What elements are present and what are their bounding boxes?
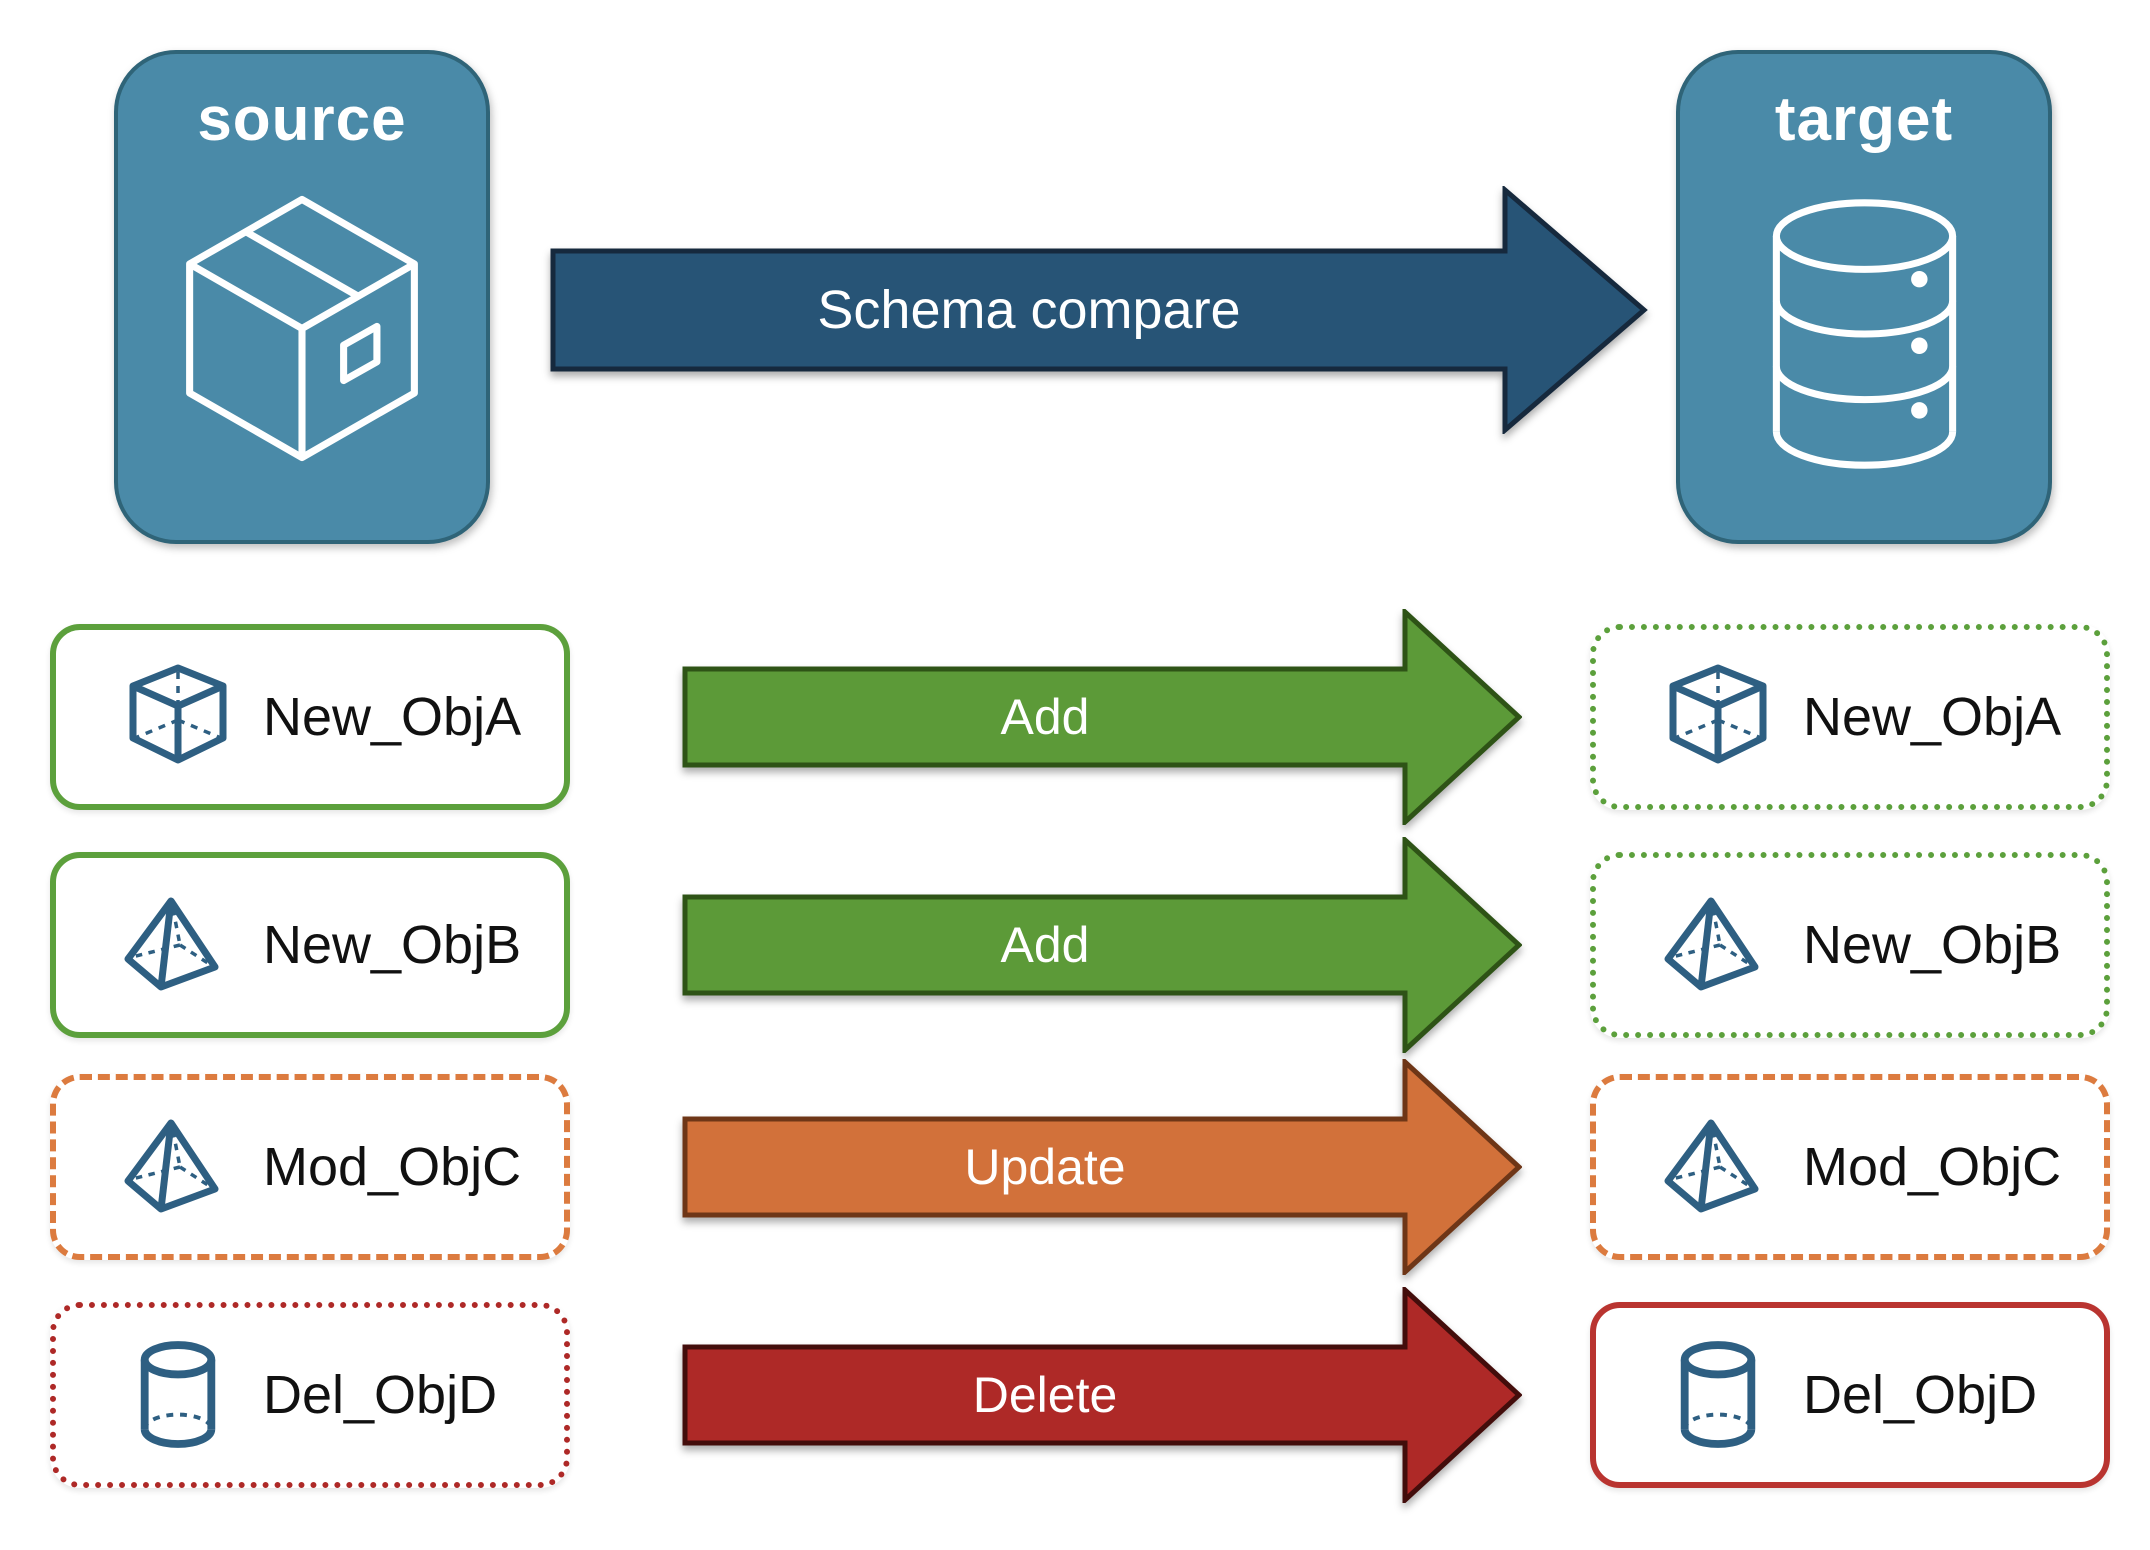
add-arrow-label: Add [1001,689,1090,745]
delete-arrow-label: Delete [973,1367,1118,1423]
pyramid-icon [1663,1117,1773,1217]
icon-slot [1660,1337,1775,1453]
target-node-title: target [1774,85,1954,154]
icon-slot [1660,1117,1775,1217]
update-arrow-shape [682,1059,1522,1275]
delete-arrow: Delete [682,1287,1522,1503]
object-label: Mod_ObjC [263,1137,522,1197]
add-arrow-shape [682,609,1522,825]
source-node: source [114,50,490,544]
cube-icon [123,662,233,772]
icon-slot [1660,662,1775,772]
pyramid-icon [123,895,233,995]
object-label: Del_ObjD [1803,1365,2038,1425]
object-label: New_ObjB [263,915,522,975]
add-arrow: Add [682,609,1522,825]
icon-slot [120,1117,235,1217]
icon-slot [120,662,235,772]
schema-compare-arrow-shape [550,186,1648,434]
source-card-del-objd: Del_ObjD [50,1302,570,1488]
package-icon [177,187,427,470]
target-card-new-objb: New_ObjB [1590,852,2110,1038]
source-card-new-obja: New_ObjA [50,624,570,810]
pyramid-icon [123,1117,233,1217]
update-arrow-label: Update [964,1139,1125,1195]
cylinder-icon [1669,1337,1767,1453]
cylinder-icon [129,1337,227,1453]
target-card-mod-objc: Mod_ObjC [1590,1074,2110,1260]
object-label: New_ObjA [263,687,522,747]
source-card-new-objb: New_ObjB [50,852,570,1038]
target-card-new-obja: New_ObjA [1590,624,2110,810]
target-node: target [1676,50,2052,544]
schema-compare-label: Schema compare [817,280,1240,340]
object-label: New_ObjA [1803,687,2062,747]
source-node-title: source [197,85,407,154]
cube-icon [1663,662,1773,772]
icon-slot [120,895,235,995]
icon-slot [120,1337,235,1453]
delete-arrow-shape [682,1287,1522,1503]
schema-compare-arrow: Schema compare [550,186,1648,434]
object-label: Del_ObjD [263,1365,498,1425]
object-label: Mod_ObjC [1803,1137,2062,1197]
add-arrow: Add [682,837,1522,1053]
object-label: New_ObjB [1803,915,2062,975]
add-arrow-shape [682,837,1522,1053]
source-card-mod-objc: Mod_ObjC [50,1074,570,1260]
database-icon [1747,187,1982,481]
target-card-del-objd: Del_ObjD [1590,1302,2110,1488]
icon-slot [1660,895,1775,995]
add-arrow-label: Add [1001,917,1090,973]
update-arrow: Update [682,1059,1522,1275]
pyramid-icon [1663,895,1773,995]
